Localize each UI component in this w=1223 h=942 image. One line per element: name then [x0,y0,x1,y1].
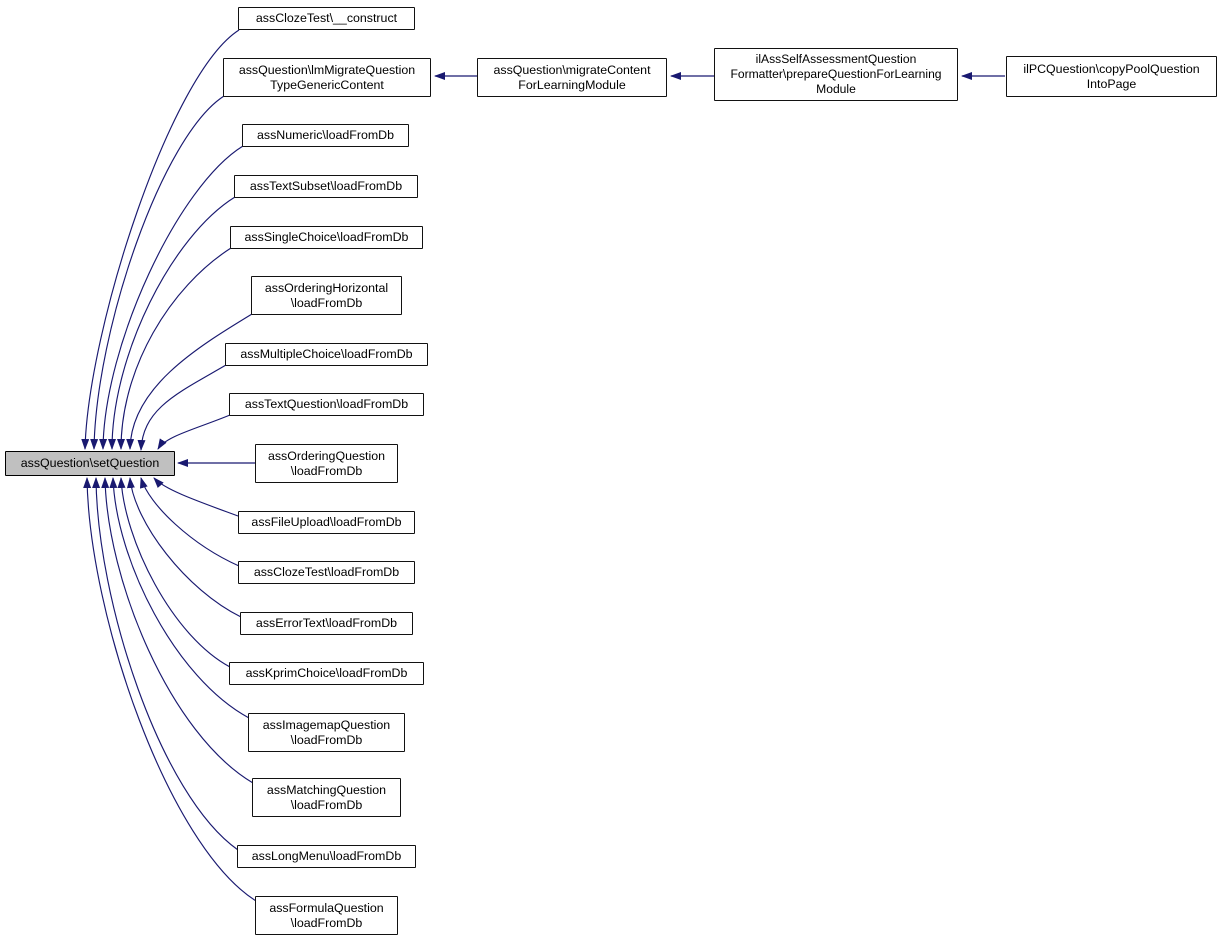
call-edge-lmMigrate-to-setQuestion [90,95,225,450]
node-label: assTextSubset\loadFromDb [249,179,403,193]
call-edge-errorText-to-setQuestion [126,477,242,618]
call-edge-longMenu-to-setQuestion [92,477,239,851]
node-asstextquestion-loadfromdb[interactable]: assTextQuestion\loadFromDb [229,393,424,416]
node-assorderingquestion-loadfromdb[interactable]: assOrderingQuestion \loadFromDb [255,444,398,483]
node-label: assMultipleChoice\loadFromDb [240,347,413,361]
node-asserrortext-loadfromdb[interactable]: assErrorText\loadFromDb [240,612,413,635]
call-edge-matching-to-setQuestion [101,477,254,784]
node-assclozetest-loadfromdb[interactable]: assClozeTest\loadFromDb [238,561,415,584]
node-label: assQuestion\migrateContent ForLearningMo… [493,62,651,92]
node-label: assMatchingQuestion \loadFromDb [266,782,387,812]
call-edge-formula-to-setQuestion [83,477,257,902]
call-edge-numeric-to-setQuestion [99,145,244,450]
node-label: assTextQuestion\loadFromDb [244,397,409,411]
node-assorderinghorizontal-loadfromdb[interactable]: assOrderingHorizontal \loadFromDb [251,276,402,315]
call-edge-kprimChoice-to-setQuestion [117,477,231,668]
node-assmatchingquestion-loadfromdb[interactable]: assMatchingQuestion \loadFromDb [252,778,401,817]
node-label: ilPCQuestion\copyPoolQuestion IntoPage [1023,61,1200,91]
node-asskprimchoice-loadfromdb[interactable]: assKprimChoice\loadFromDb [229,662,424,685]
call-edge-orderingHorizontal-to-setQuestion [126,313,253,450]
node-assfileupload-loadfromdb[interactable]: assFileUpload\loadFromDb [238,511,415,534]
node-assquestion-lmmigratequestiontypegenericcontent[interactable]: assQuestion\lmMigrateQuestion TypeGeneri… [223,58,431,97]
node-label: assOrderingQuestion \loadFromDb [267,448,386,478]
call-edge-clozeTestLoad-to-setQuestion [140,477,240,567]
node-assquestion-setquestion: assQuestion\setQuestion [5,451,175,476]
call-edge-singleChoice-to-setQuestion [117,247,232,450]
node-label: assFormulaQuestion \loadFromDb [269,900,384,930]
node-label: assOrderingHorizontal \loadFromDb [264,280,389,310]
call-edge-textQuestion-to-setQuestion [157,414,231,450]
node-ilpcquestion-copypoolquestionintopage[interactable]: ilPCQuestion\copyPoolQuestion IntoPage [1006,56,1217,97]
node-label: assNumeric\loadFromDb [256,128,395,142]
node-ilassselfassessmentquestionformatter-preparequestionforlearningmodule[interactable]: ilAssSelfAssessmentQuestion Formatter\pr… [714,48,958,101]
node-assmultiplechoice-loadfromdb[interactable]: assMultipleChoice\loadFromDb [225,343,428,366]
node-label: assFileUpload\loadFromDb [251,515,402,529]
node-label: assImagemapQuestion \loadFromDb [262,717,391,747]
node-label: assClozeTest\loadFromDb [253,565,400,579]
call-edge-construct-to-setQuestion [81,29,240,450]
node-label: assQuestion\lmMigrateQuestion TypeGeneri… [238,62,416,92]
node-label: assSingleChoice\loadFromDb [244,230,409,244]
node-assnumeric-loadfromdb[interactable]: assNumeric\loadFromDb [242,124,409,147]
node-assquestion-migratecontentforlearningmodule[interactable]: assQuestion\migrateContent ForLearningMo… [477,58,667,97]
node-asslongmenu-loadfromdb[interactable]: assLongMenu\loadFromDb [237,845,416,868]
call-edge-textSubset-to-setQuestion [108,196,236,450]
call-edge-multipleChoice-to-setQuestion [137,364,227,451]
node-asssinglechoice-loadfromdb[interactable]: assSingleChoice\loadFromDb [230,226,423,249]
node-assformulaquestion-loadfromdb[interactable]: assFormulaQuestion \loadFromDb [255,896,398,935]
node-label: assLongMenu\loadFromDb [251,849,402,863]
node-label: assErrorText\loadFromDb [255,616,398,630]
node-label: ilAssSelfAssessmentQuestion Formatter\pr… [730,52,942,96]
node-label: assClozeTest\__construct [255,11,398,25]
node-assimagemapquestion-loadfromdb[interactable]: assImagemapQuestion \loadFromDb [248,713,405,752]
call-edge-imagemap-to-setQuestion [109,477,250,719]
call-edge-fileUpload-to-setQuestion [153,477,239,517]
node-label: assQuestion\setQuestion [20,456,160,470]
node-label: assKprimChoice\loadFromDb [245,666,408,680]
node-asstextsubset-loadfromdb[interactable]: assTextSubset\loadFromDb [234,175,418,198]
node-assclozetest-construct[interactable]: assClozeTest\__construct [238,7,415,30]
